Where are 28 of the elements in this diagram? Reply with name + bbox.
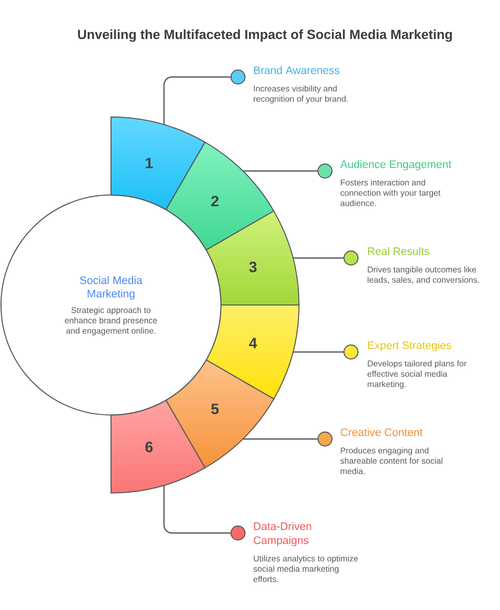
item-heading: Real Results [368,247,430,256]
title: Unveiling the Multifaceted Impact of Social Media Marketing [78,29,452,42]
dot-marker [344,250,358,266]
item-description: Utilizes analytics to optimize social media marketing efforts. [253,555,358,582]
connector-line [163,76,230,125]
dot-marker [230,70,246,84]
dot-marker [344,344,358,360]
item-heading: Creative Content [340,428,423,436]
connector-line [163,485,230,534]
item-heading: Expert Strategies [368,341,452,352]
item-description: Develops tailored plans for effective social media marketing. [368,360,466,389]
connector-line [242,170,318,172]
circle-description: Strategic approach to enhance brand presence and engagement online. [64,306,158,336]
dot-marker [318,432,332,446]
center-circle [0,194,222,416]
circle-title: Social Media Marketing [80,276,142,300]
item-heading: Brand Awareness [254,66,340,74]
dot-marker [230,526,246,540]
connector-line [293,351,344,353]
item-description: Drives tangible outcomes like leads, sales, and conversions. [368,266,479,284]
item-heading: Data-Driven Campaigns [254,522,312,546]
connector-line [293,257,344,259]
dot-marker [318,164,332,178]
connector-line [242,438,318,440]
item-description: Fosters interaction and connection with your target audience. [340,179,440,206]
item-description: Produces engaging and shareable content for social media. [340,447,442,474]
item-description: Increases visibility and recognition of your brand. [254,85,348,104]
item-heading: Audience Engagement [340,160,452,170]
